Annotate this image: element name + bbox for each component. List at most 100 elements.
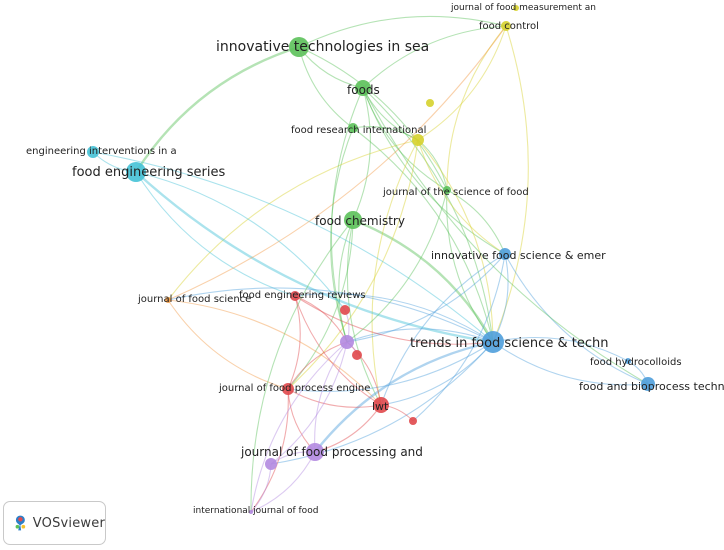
network-node-p-center[interactable] [340, 335, 354, 349]
network-link [134, 45, 300, 173]
network-node-label[interactable]: food engineering reviews [239, 290, 366, 301]
nodes-layer [87, 5, 655, 514]
network-node-tfst[interactable] [482, 331, 504, 353]
network-link [352, 218, 495, 343]
network-link [135, 171, 346, 311]
network-node-label[interactable]: food engineering series [72, 165, 226, 180]
network-link [492, 25, 529, 343]
labels-layer: innovative technologies in sea foods food … [26, 3, 724, 516]
network-link [287, 295, 301, 390]
vosviewer-logo-badge[interactable]: VOSviewer [3, 501, 106, 545]
network-node-food-chem[interactable] [344, 211, 362, 229]
network-node-eia[interactable] [87, 146, 99, 158]
network-link [346, 328, 494, 343]
network-link [92, 151, 494, 343]
network-node-label[interactable]: journal of the science of food [382, 187, 529, 198]
network-node-label[interactable]: engineering interventions in a [26, 146, 177, 157]
network-link [330, 87, 364, 343]
links-layer [92, 15, 649, 513]
network-link [362, 87, 448, 191]
network-node-jfs[interactable] [165, 297, 171, 303]
network-link [446, 189, 494, 343]
network-node-label[interactable]: international journal of food [193, 506, 318, 516]
network-link [492, 253, 509, 343]
network-node-food-research[interactable] [348, 123, 358, 133]
network-link [362, 87, 649, 385]
network-link [346, 219, 382, 406]
network-node-food-control[interactable] [501, 21, 511, 31]
network-link [287, 388, 316, 453]
network-node-label[interactable]: innovative food science & emer [431, 249, 606, 262]
network-link [346, 253, 506, 343]
network-link [167, 287, 494, 343]
network-node-jfpe[interactable] [282, 383, 294, 395]
network-node-label[interactable]: journal of food processing and [240, 445, 423, 459]
network-link [135, 171, 494, 344]
network-link [294, 295, 382, 406]
network-link [270, 341, 494, 465]
network-node-lwt[interactable] [373, 397, 389, 413]
network-link [294, 293, 494, 343]
network-link [167, 25, 507, 301]
network-node-jfpp[interactable] [306, 443, 324, 461]
network-node-fhyd[interactable] [625, 358, 631, 364]
network-link [504, 253, 649, 385]
network-node-innovative-tech[interactable] [289, 37, 309, 57]
network-link [287, 388, 382, 408]
network-link [412, 253, 506, 422]
network-node-jsfa[interactable] [443, 186, 451, 194]
network-link [250, 388, 289, 513]
network-node-ijf[interactable] [249, 510, 253, 514]
network-node-label[interactable]: food control [479, 21, 539, 32]
network-node-foods[interactable] [355, 80, 371, 96]
network-link [250, 219, 354, 513]
network-link [352, 127, 494, 343]
network-node-r3[interactable] [409, 417, 417, 425]
network-node-label[interactable]: innovative technologies in sea [216, 39, 429, 55]
network-node-label[interactable]: journal of food science [137, 294, 251, 305]
network-node-fes[interactable] [126, 162, 146, 182]
network-node-ifset[interactable] [499, 248, 511, 260]
network-link [338, 219, 354, 343]
vosviewer-logo-icon [15, 515, 26, 531]
network-node-r2[interactable] [352, 350, 362, 360]
network-node-fbt[interactable] [641, 377, 655, 391]
network-node-fer[interactable] [290, 291, 300, 301]
network-node-label[interactable]: lwt [372, 400, 389, 413]
network-link [250, 341, 348, 513]
network-link [417, 139, 494, 343]
vosviewer-logo-text: VOSviewer [32, 515, 105, 531]
network-node-r1[interactable] [340, 305, 350, 315]
network-link [167, 299, 289, 390]
network-link [250, 451, 316, 513]
network-link [298, 46, 354, 129]
network-link [492, 341, 649, 386]
network-link [270, 341, 348, 465]
network-link [294, 295, 494, 345]
network-node-label[interactable]: food research international [291, 125, 426, 136]
network-link [135, 171, 296, 297]
network-link [167, 139, 419, 301]
network-link [446, 189, 506, 255]
network-link [346, 189, 448, 343]
network-link [362, 87, 494, 343]
network-link [287, 139, 419, 390]
network-link [380, 341, 494, 406]
network-link [330, 127, 354, 343]
network-node-label[interactable]: foods [347, 83, 380, 97]
network-node-y-mid[interactable] [412, 134, 424, 146]
network-node-label[interactable]: food hydrocolloids [590, 357, 682, 368]
network-node-label[interactable]: trends in food science & techn [410, 336, 608, 351]
network-node-label[interactable]: journal of food process engine [218, 383, 370, 394]
network-node-label[interactable]: food and bioprocess technology [579, 380, 724, 393]
network-node-label[interactable]: journal of food measurement an [450, 3, 596, 13]
network-node-y-small[interactable] [426, 99, 434, 107]
network-link [298, 46, 448, 191]
network-node-p-left[interactable] [265, 458, 277, 470]
network-link [298, 15, 507, 48]
network-link [167, 299, 382, 406]
network-node-jfma[interactable] [513, 5, 519, 11]
network-link [314, 341, 348, 453]
network-node-label[interactable]: food chemistry [315, 214, 405, 228]
